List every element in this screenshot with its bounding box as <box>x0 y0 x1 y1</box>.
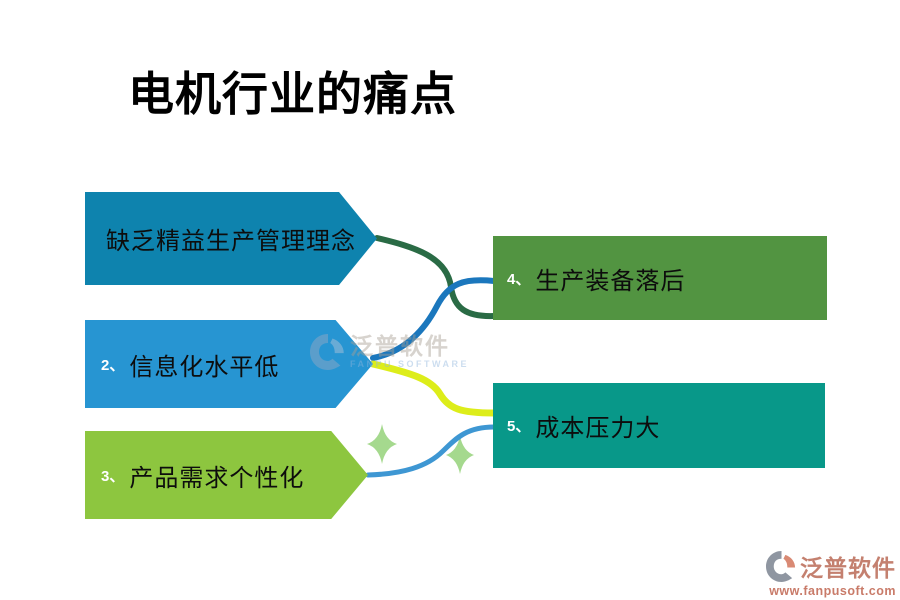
pain-point-label: 信息化水平低 <box>129 353 280 381</box>
footer-logo-url: www.fanpusoft.com <box>769 584 896 598</box>
pain-point-label: 生产装备落后 <box>535 267 686 295</box>
connector-1-to-4 <box>374 235 497 320</box>
pain-point-number: 4、 <box>507 270 531 288</box>
pain-point-label: 成本压力大 <box>535 415 661 442</box>
watermark-subtitle: FANPU SOFTWARE <box>350 359 470 369</box>
pain-point-label: 缺乏精益生产管理理念 <box>106 228 356 255</box>
connector-3-to-5 <box>365 424 497 478</box>
connector-2-to-5 <box>369 360 498 417</box>
fanpu-logo-icon <box>310 334 344 370</box>
watermark: 泛普软件 FANPU SOFTWARE <box>310 334 469 370</box>
watermark-name: 泛普软件 <box>350 333 450 359</box>
pain-point-number: 2、 <box>101 356 125 374</box>
page-title: 电机行业的痛点 <box>128 68 457 120</box>
pain-point-arrow-1: 缺乏精益生产管理理念 <box>85 192 377 285</box>
sparkle-icon <box>446 436 474 474</box>
footer-logo: 泛普软件 www.fanpusoft.com <box>766 549 896 598</box>
pain-point-arrow-2: 2、 信息化水平低 <box>85 320 373 408</box>
footer-logo-name: 泛普软件 <box>800 555 896 581</box>
fanpu-logo-icon <box>766 550 796 582</box>
pain-point-box-4: 4、 生产装备落后 <box>493 236 827 320</box>
pain-point-number: 3、 <box>101 467 125 485</box>
pain-point-box-5: 5、 成本压力大 <box>493 383 825 468</box>
pain-point-label: 产品需求个性化 <box>129 464 305 492</box>
sparkle-icon <box>367 424 397 464</box>
pain-point-arrow-3: 3、 产品需求个性化 <box>85 431 368 519</box>
pain-point-number: 5、 <box>507 418 531 435</box>
